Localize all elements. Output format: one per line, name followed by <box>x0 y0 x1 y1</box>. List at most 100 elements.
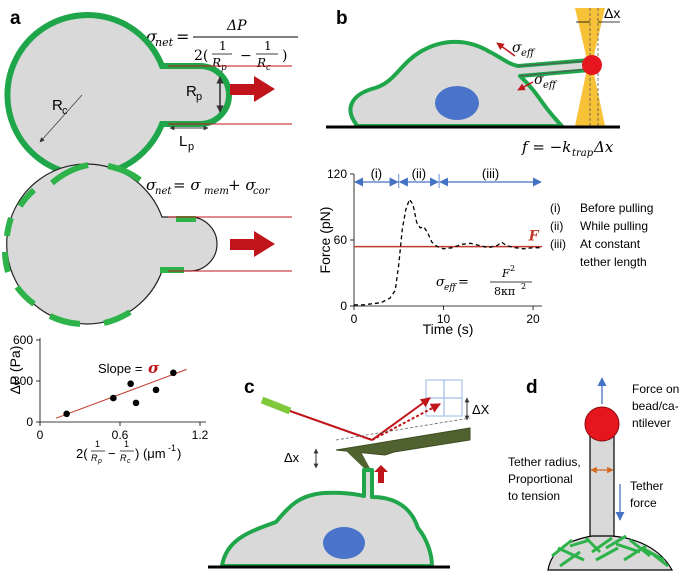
svg-text:F: F <box>501 267 510 280</box>
scatter-y-tick-label: 600 <box>13 333 33 347</box>
scatter-point <box>132 399 140 407</box>
svg-text:8κπ: 8κπ <box>494 285 515 298</box>
nucleus-b <box>435 86 479 120</box>
svg-text:cor: cor <box>253 186 271 197</box>
svg-text:-1: -1 <box>168 443 176 453</box>
svg-text:2: 2 <box>510 264 515 273</box>
svg-text:(iii): (iii) <box>550 237 566 251</box>
force-reference-label: F <box>528 229 540 245</box>
svg-text:At constant: At constant <box>580 237 641 251</box>
force-series-line <box>354 197 542 306</box>
svg-text:p: p <box>221 63 227 73</box>
scatter-x-tick-label: 1.2 <box>192 428 209 442</box>
scatter-point <box>152 386 160 394</box>
cantilever-pull-arrow <box>374 465 388 483</box>
svg-text:c: c <box>62 105 68 117</box>
svg-text:Before pulling: Before pulling <box>580 201 653 215</box>
scatter-x-tick-label: 0.6 <box>112 428 129 442</box>
svg-text:c: c <box>266 63 271 73</box>
svg-text:p: p <box>188 141 194 153</box>
svg-text:R: R <box>52 97 63 114</box>
force-legend: (i) Before pulling (ii) While pulling (i… <box>550 201 653 269</box>
phase-label: (ii) <box>412 166 426 181</box>
force-xlabel: Time (s) <box>423 321 474 337</box>
force-x-tick-label: 10 <box>437 312 451 326</box>
force-x-tick-label: 0 <box>351 312 358 326</box>
svg-text:=: = <box>458 275 469 290</box>
reflected-beam-deflected <box>371 403 441 441</box>
svg-text:= σ: = σ <box>173 176 201 194</box>
trap-delta-x: Δx <box>604 5 620 21</box>
scatter-annotation-text: Slope = <box>98 361 142 376</box>
svg-text:σ: σ <box>534 72 544 88</box>
svg-text:trap: trap <box>572 148 594 159</box>
svg-text:(i): (i) <box>550 201 561 215</box>
svg-text:+ σ: + σ <box>228 176 256 194</box>
force-ylabel: Force (pN) <box>317 207 333 274</box>
cortex-patches <box>2 162 196 327</box>
svg-text:f = −k: f = −k <box>521 138 571 156</box>
scatter-annotation-sigma: σ <box>148 359 160 377</box>
scatter-ylabel: ΔP (Pa) <box>7 346 23 395</box>
incident-beam <box>289 410 373 441</box>
svg-text:to tension: to tension <box>508 489 560 503</box>
scatter-y-tick-label: 0 <box>26 415 33 429</box>
cell-aspirated-cortex <box>2 162 292 327</box>
panel-d-label: d <box>526 377 538 398</box>
svg-text:R: R <box>120 453 127 463</box>
scatter-point <box>63 410 70 418</box>
svg-text:force: force <box>630 496 657 510</box>
cantilever <box>335 427 471 456</box>
svg-text:p: p <box>196 91 202 103</box>
svg-text:R: R <box>256 56 266 70</box>
phase-label: (i) <box>371 166 383 181</box>
svg-text:(ii): (ii) <box>550 219 563 233</box>
svg-text:): ) <box>282 48 287 64</box>
svg-text:Δx: Δx <box>593 138 614 156</box>
svg-text:) (μm: ) (μm <box>135 446 166 461</box>
force-y-tick-label: 60 <box>334 233 348 247</box>
svg-text:net: net <box>155 186 172 197</box>
scatter-fit-line <box>55 368 187 419</box>
svg-text:bead/ca-: bead/ca- <box>632 399 679 413</box>
eq-sigma-sub: net <box>155 36 174 49</box>
svg-text:1: 1 <box>95 439 100 449</box>
force-y-tick-label: 0 <box>340 299 347 313</box>
svg-text:R: R <box>211 56 221 70</box>
svg-text:mem: mem <box>204 186 229 197</box>
cell-b-membrane <box>348 39 592 128</box>
radius-rc-line <box>39 94 83 143</box>
cell-membrane-outline <box>4 12 232 178</box>
suction-arrow-bottom <box>230 231 275 257</box>
svg-text:σ: σ <box>436 275 446 290</box>
svg-text:2(: 2( <box>76 446 88 461</box>
phase-label: (iii) <box>482 166 499 181</box>
panel-d: d Force on bead/ca- ntilever Tether radi… <box>508 377 679 571</box>
svg-text:Tether: Tether <box>630 479 663 493</box>
svg-text:−: − <box>240 48 252 64</box>
svg-text:R: R <box>91 453 98 463</box>
force-y-tick-label: 120 <box>327 167 347 181</box>
nucleus-c <box>323 527 365 559</box>
svg-text:1: 1 <box>124 439 129 449</box>
scatter-point <box>170 369 177 377</box>
laser-source <box>260 396 292 415</box>
svg-text:−: − <box>108 446 116 461</box>
panel-a: a σ net = ΔP 2( 1 R p − 1 R c ) <box>2 8 298 465</box>
svg-text:2: 2 <box>521 282 526 291</box>
suction-arrow-top <box>230 76 275 102</box>
svg-text:p: p <box>97 458 102 465</box>
photodetector-grid <box>425 379 463 417</box>
svg-text:1: 1 <box>264 39 272 53</box>
scatter-point <box>110 394 117 402</box>
panel-b-label: b <box>336 8 348 29</box>
scatter-x-tick-label: 0 <box>37 428 44 442</box>
svg-text:Tether radius,: Tether radius, <box>508 455 581 469</box>
svg-text:): ) <box>177 446 181 461</box>
svg-text:1: 1 <box>219 39 227 53</box>
